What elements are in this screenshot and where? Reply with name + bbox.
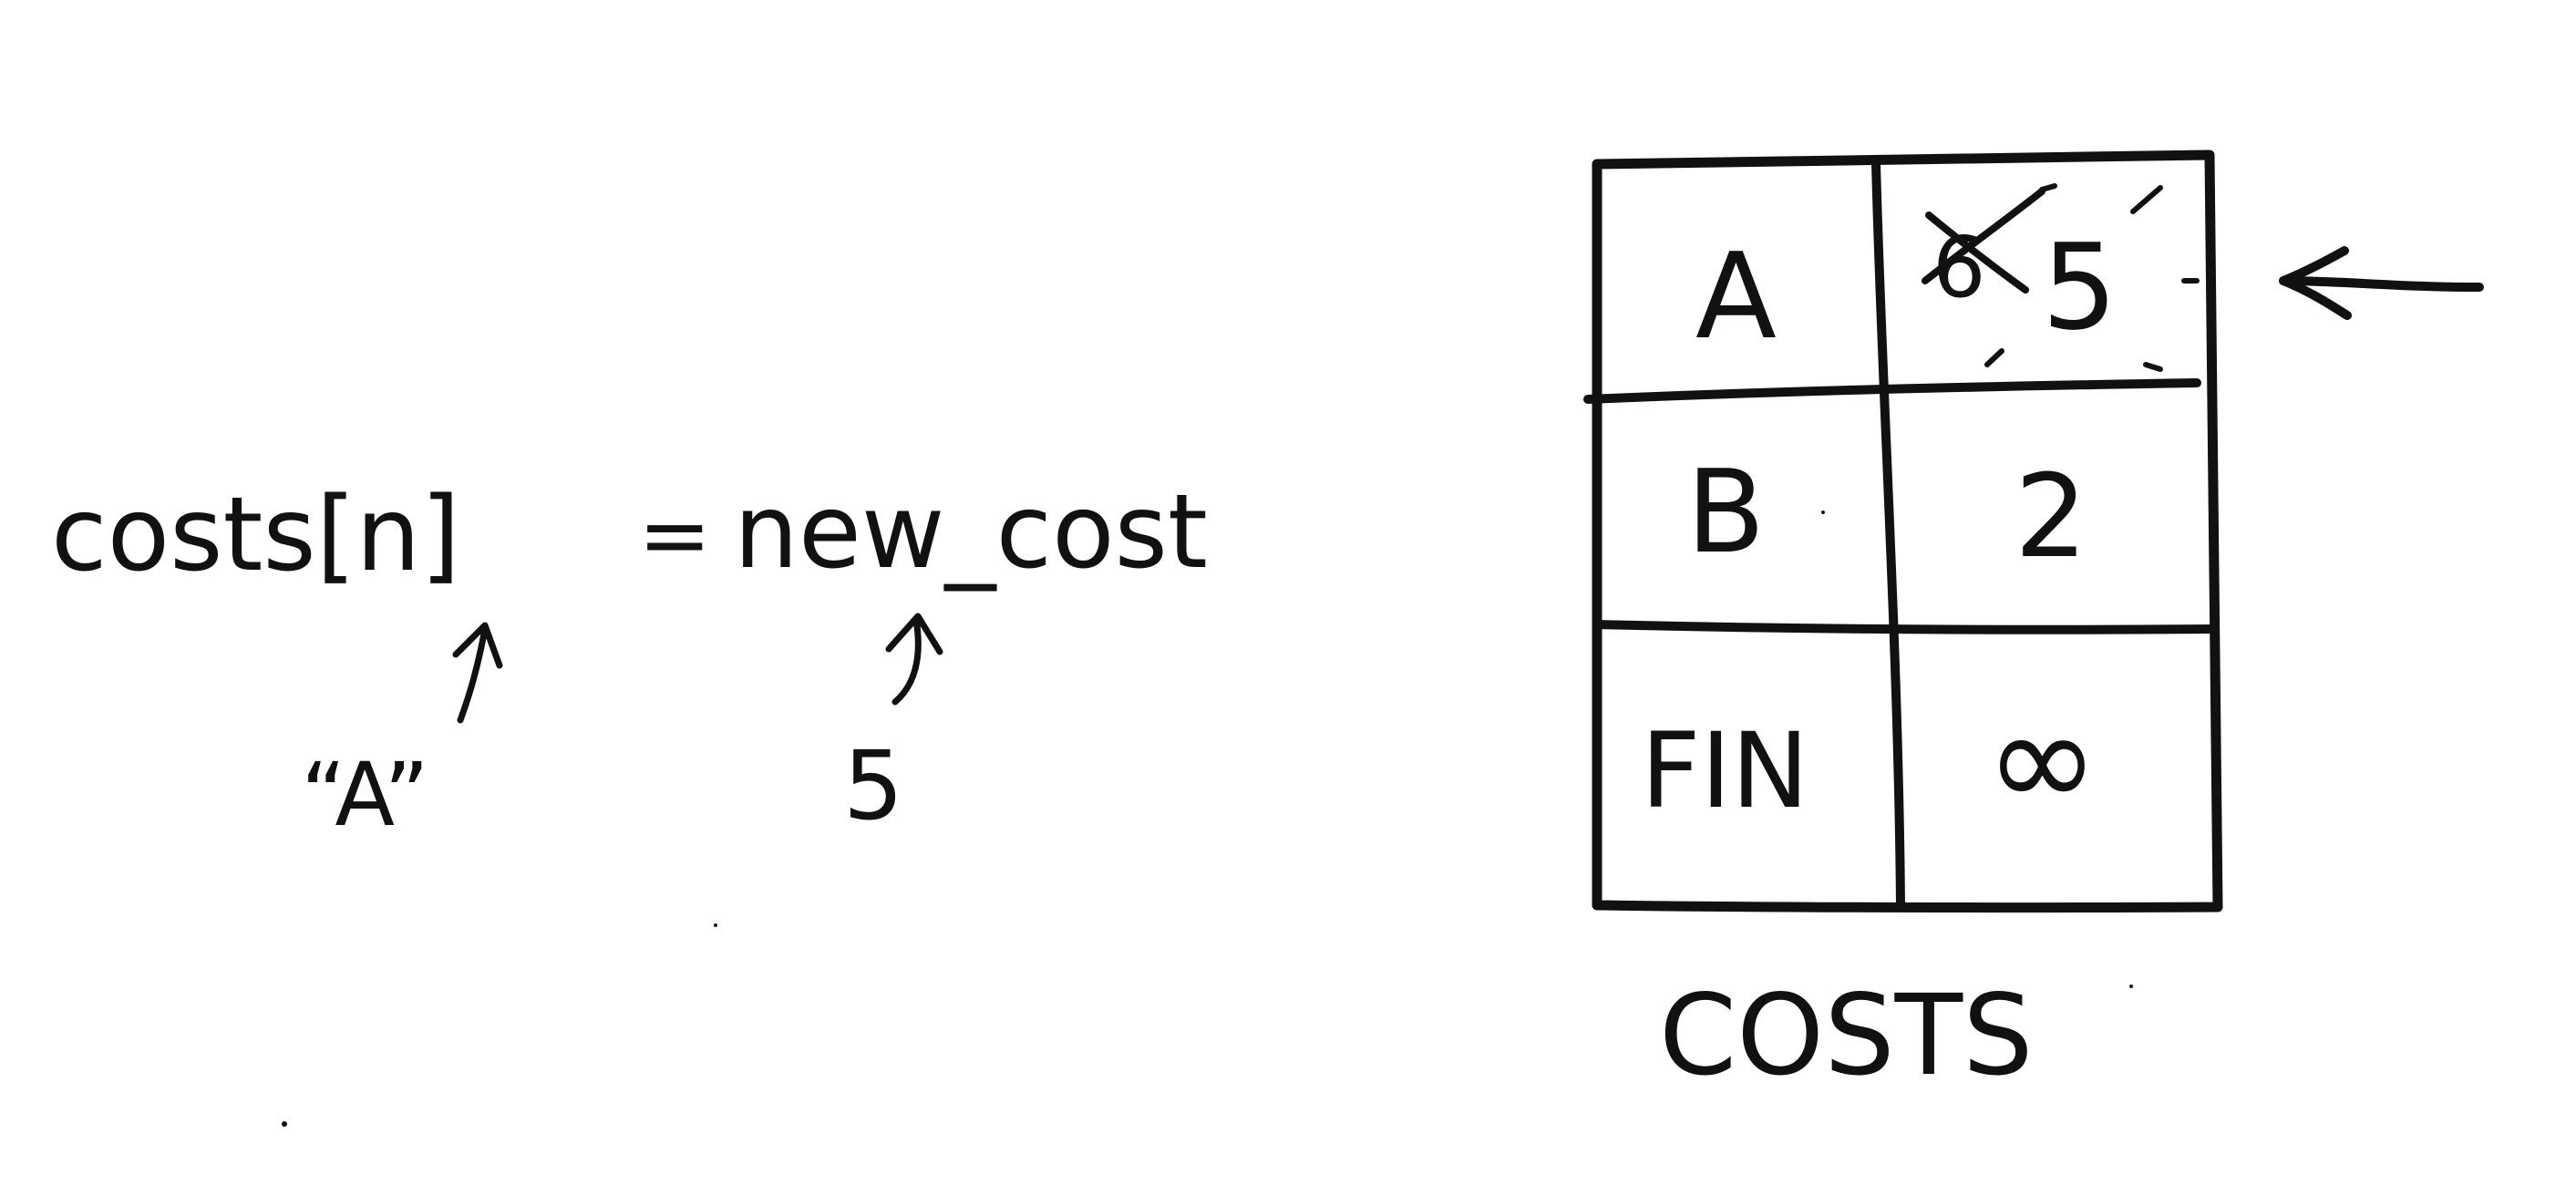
new-cost-variable: new_cost [734,473,1208,592]
updated-cost-value: 5 [2042,218,2117,356]
table-row-divider-2 [1592,620,2218,634]
selected-row-arrow [2279,246,2484,320]
cross-out-stroke-2 [1925,211,2029,294]
up-arrow-head-icon [885,613,943,655]
paper-speck [2129,985,2133,988]
update-mark-dash [1984,348,2004,367]
table-column-divider [1871,158,1905,912]
cross-out-stroke-1 [1922,188,2045,284]
up-arrow-head-icon [452,622,503,669]
left-arrow-head-icon [2279,246,2352,320]
update-mark-dash [2143,362,2163,372]
assignment-expression: costs[n] = new_cost [51,473,1208,594]
cost-annotation: 5 [843,613,943,841]
equals-sign: = [638,484,711,586]
table-key-fin: FIN [1641,710,1808,831]
left-arrow-icon [2279,276,2484,292]
costs-index-expression: costs[n] [51,476,460,594]
paper-speck [282,1121,287,1127]
table-caption: COSTS [1659,971,2034,1100]
paper-speck [1821,510,1825,514]
key-annotation: “A” [301,622,503,846]
table-value-b: 2 [2014,449,2087,583]
table-value-fin: ∞ [1985,681,2099,840]
up-arrow-icon [891,616,922,706]
table-outline [1592,150,2223,913]
paper-speck [714,923,717,927]
paper-specks [282,510,2133,1127]
table-row-divider-1 [1583,378,2201,404]
table-key-b: B [1686,445,1765,579]
table-key-a: A [1695,227,1777,366]
update-mark-dash [2039,183,2057,192]
costs-table: A 6 5 B 2 FIN ∞ COSTS [1583,150,2223,1100]
key-value-label: “A” [301,744,429,846]
up-arrow-icon [457,625,489,724]
update-mark-dash [2130,185,2163,214]
new-cost-value: 5 [843,730,903,841]
